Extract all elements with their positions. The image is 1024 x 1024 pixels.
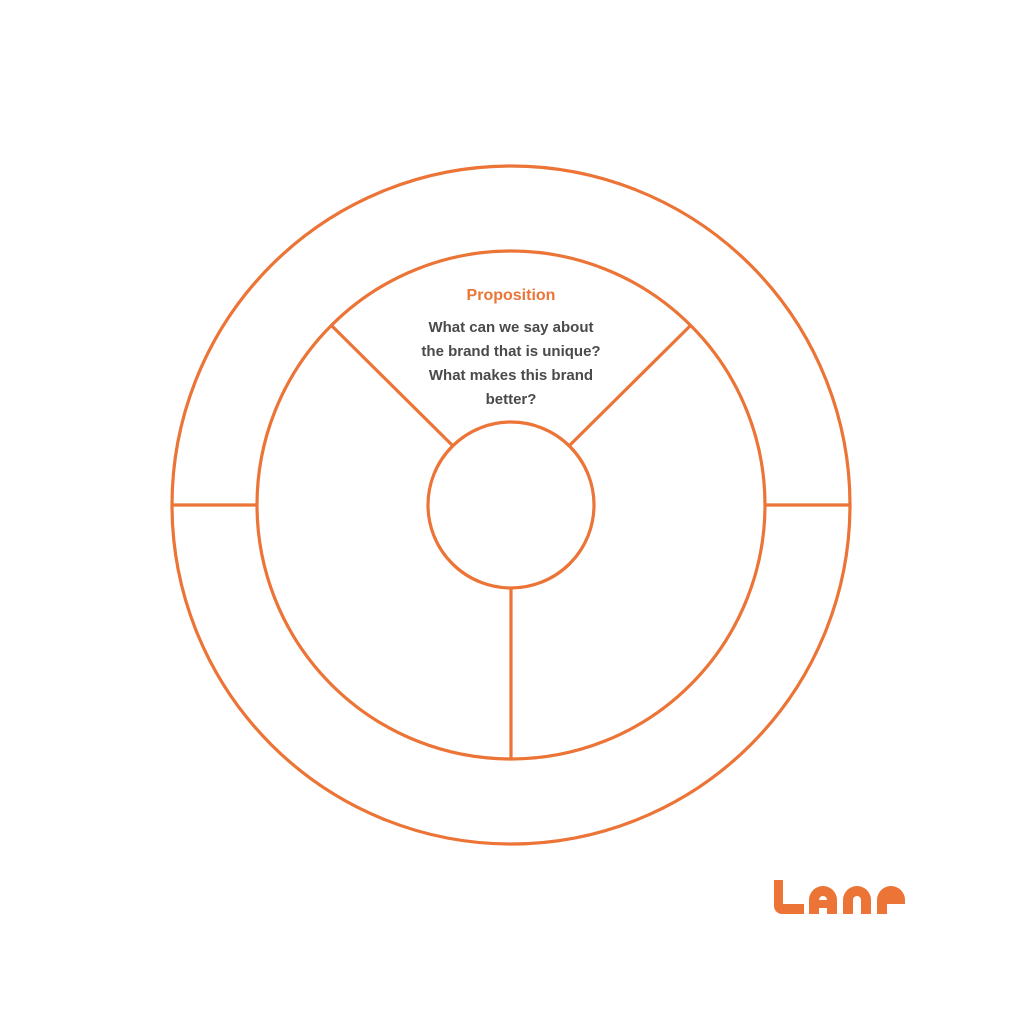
- lane-logo-letter-e: [877, 886, 905, 914]
- lane-logo-letter-a: [809, 886, 837, 914]
- inner-core-circle: [426, 420, 596, 590]
- proposition-title: Proposition: [467, 287, 556, 304]
- spoke-upper-right: [568, 324, 692, 447]
- lane-logo-letter-l: [774, 880, 804, 914]
- proposition-question-line: What can we say about: [428, 319, 593, 336]
- proposition-question-line: better?: [486, 391, 537, 408]
- lane-logo: [774, 880, 905, 914]
- spoke-upper-left: [330, 324, 454, 447]
- proposition-question-line: the brand that is unique?: [421, 343, 600, 360]
- proposition-question-line: What makes this brand: [429, 367, 593, 384]
- lane-logo-letter-n: [843, 886, 871, 914]
